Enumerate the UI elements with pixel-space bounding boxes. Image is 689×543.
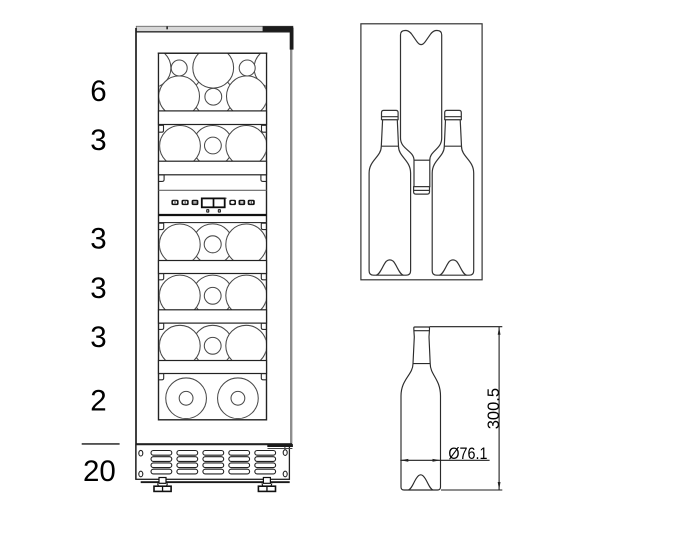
svg-text:3: 3 bbox=[90, 223, 106, 256]
svg-text:2: 2 bbox=[90, 385, 106, 418]
svg-text:3: 3 bbox=[90, 321, 106, 354]
svg-text:3: 3 bbox=[90, 272, 106, 305]
svg-text:Ø76.1: Ø76.1 bbox=[448, 445, 487, 463]
svg-text:20: 20 bbox=[83, 455, 116, 488]
svg-text:3: 3 bbox=[90, 124, 106, 157]
svg-text:6: 6 bbox=[90, 75, 106, 108]
svg-text:300.5: 300.5 bbox=[485, 388, 503, 429]
